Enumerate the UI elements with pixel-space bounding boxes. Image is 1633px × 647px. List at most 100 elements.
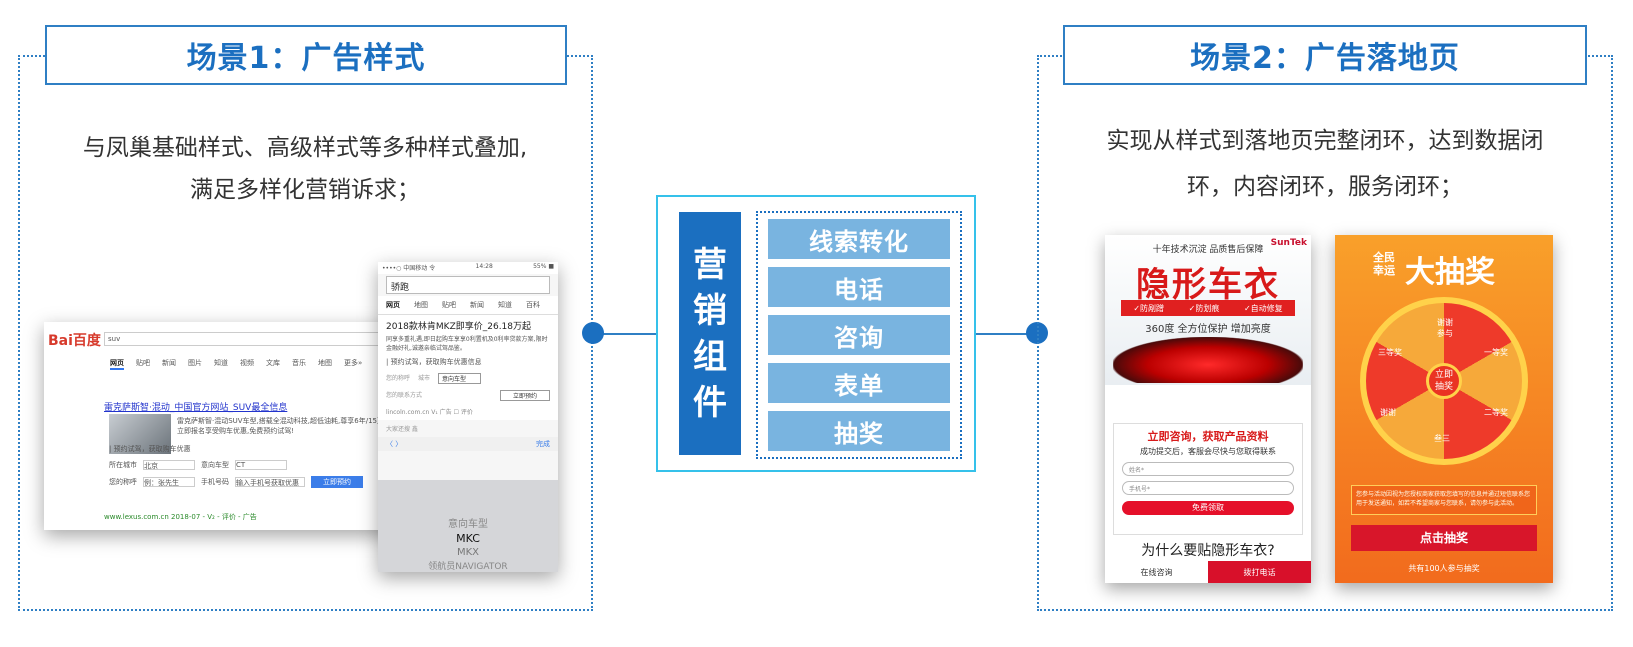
desktop-tab: 地图 bbox=[318, 359, 332, 367]
desktop-search-box: suv bbox=[104, 332, 416, 346]
car-thumbnail bbox=[109, 414, 171, 454]
ad1-phone-field: 手机号* bbox=[1122, 481, 1294, 495]
connector-dot-left bbox=[582, 322, 604, 344]
ad1-form-title: 立即咨询，获取产品资料 bbox=[1147, 430, 1269, 443]
wheel-prize: 二等奖 bbox=[1484, 408, 1508, 417]
scene2-desc-line1: 实现从样式到落地页完整闭环，达到数据闭 bbox=[1106, 128, 1544, 154]
phone-label: 手机号码 bbox=[201, 478, 229, 486]
mobile-url: lincoln.com.cn V₁ 广告 ☐ 评价 bbox=[386, 409, 473, 416]
lottery-wheel: 谢谢参与 一等奖 二等奖 叁三 谢谢 三等奖 立即 抽奖 bbox=[1360, 297, 1528, 465]
city-select: 北京 bbox=[143, 460, 195, 470]
wheel-prize: 谢谢参与 bbox=[1437, 318, 1453, 338]
clock: 14:28 bbox=[475, 263, 493, 270]
baidu-logo: Bai百度 bbox=[48, 333, 101, 349]
mobile-ad-screenshot: ••••○ 中国移动 令 14:28 55% ■ 骄跑 网页 地图 贴吧 新闻 … bbox=[378, 262, 558, 572]
carrier: ••••○ 中国移动 令 bbox=[382, 265, 436, 272]
desktop-form-hint-row: | 预约试驾，获取购车优惠 bbox=[109, 444, 191, 454]
desktop-tab: 视频 bbox=[240, 359, 254, 367]
component-item-consult: 咨询 bbox=[768, 315, 950, 355]
ad2-small-title: 全民 幸运 bbox=[1373, 251, 1395, 277]
suntek-logo: SunTek bbox=[1270, 238, 1307, 248]
wheel-prize: 叁三 bbox=[1434, 434, 1450, 443]
connector-right bbox=[976, 333, 1037, 335]
mobile-search-box: 骄跑 bbox=[386, 276, 550, 294]
component-item-form: 表单 bbox=[768, 363, 950, 403]
desktop-tab: 图片 bbox=[188, 359, 202, 367]
mobile-body: 同享多重礼遇,即日起购车享享0利置机及0利率贷款方案,限时金融好礼,诚邀亲临试驾… bbox=[386, 336, 548, 352]
ad1-name-field: 姓名* bbox=[1122, 462, 1294, 476]
desktop-result-title: 雷克萨斯智·混动_中国官方网站_SUV最全信息 bbox=[104, 403, 288, 413]
mobile-status-bar: ••••○ 中国移动 令 14:28 55% ■ bbox=[378, 262, 558, 274]
connector-left bbox=[593, 333, 656, 335]
ad1-question: 为什么要贴隐形车衣? bbox=[1141, 543, 1275, 559]
call-button: 拨打电话 bbox=[1208, 561, 1311, 583]
mobile-tab: 贴吧 bbox=[442, 301, 456, 309]
ad1-footer: 在线咨询 拨打电话 bbox=[1105, 561, 1311, 583]
picker-title: 意向车型 bbox=[448, 519, 488, 530]
component-title-char: 销 bbox=[693, 290, 727, 331]
picker-option: MKX bbox=[456, 547, 480, 558]
mobile-keyboard-bar: 〈 〉 完成 bbox=[378, 437, 558, 451]
desktop-result-text: 雷克萨斯智·混动SUV车型,搭载全混动科技,超低油耗,尊享6年/15万公里免费立… bbox=[177, 417, 412, 435]
desktop-tab: 文库 bbox=[266, 359, 280, 367]
scene2-desc-line2: 环，内容闭环，服务闭环； bbox=[1187, 174, 1463, 200]
mobile-submit-button: 立即预约 bbox=[499, 390, 550, 401]
marketing-component: 营 销 组 件 线索转化 电话 咨询 表单 抽奖 bbox=[656, 195, 976, 472]
red-car-image bbox=[1113, 337, 1303, 383]
scene1-desc-line2: 满足多样化营销诉求； bbox=[190, 177, 420, 203]
wheel-center-line: 立即 bbox=[1434, 370, 1453, 380]
phone-field: 输入手机号获取优惠 bbox=[235, 477, 305, 487]
component-title-char: 组 bbox=[693, 336, 727, 377]
wheel-prize: 一等奖 bbox=[1484, 348, 1508, 357]
wheel-prize: 谢谢 bbox=[1380, 408, 1396, 417]
mobile-search-hint: 大家还搜 鑫 bbox=[386, 426, 418, 433]
desktop-form-row-2: 您的称呼 例：张先生 手机号码 输入手机号获取优惠 立即预约 bbox=[109, 476, 363, 488]
component-item-phone: 电话 bbox=[768, 267, 950, 307]
mobile-city-field: 城市 bbox=[418, 375, 431, 382]
desktop-submit-button: 立即预约 bbox=[311, 476, 363, 488]
prev-next-icon: 〈 〉 bbox=[386, 440, 403, 448]
model-label: 意向车型 bbox=[201, 461, 229, 469]
ad2-draw-button: 点击抽奖 bbox=[1351, 525, 1537, 551]
mobile-name-field: 您的称呼 bbox=[386, 375, 411, 382]
desktop-tab: 网页 bbox=[110, 358, 124, 370]
mobile-result: 2018款林肯MKZ即享价_26.18万起 同享多重礼遇,即日起购车享享0利置机… bbox=[378, 315, 558, 420]
desktop-tab: 贴吧 bbox=[136, 359, 150, 367]
ad2-big-title: 大抽奖 bbox=[1405, 255, 1495, 290]
desktop-tab: 知道 bbox=[214, 359, 228, 367]
name-field: 例：张先生 bbox=[143, 477, 195, 487]
name-label: 您的称呼 bbox=[109, 478, 137, 486]
mobile-contact-field: 您的联系方式 bbox=[386, 392, 423, 399]
model-select: CT bbox=[235, 460, 287, 470]
desktop-result-url: www.lexus.com.cn 2018-07 - V₂ - 评价 - 广告 bbox=[104, 513, 257, 521]
ad1-form: 立即咨询，获取产品资料 成功提交后，客服会尽快与您取得联系 姓名* 手机号* 免… bbox=[1113, 423, 1303, 535]
desktop-tab: 新闻 bbox=[162, 359, 176, 367]
ad2-small-line: 全民 bbox=[1373, 251, 1395, 264]
ad1-tag: ✓防剐蹭 bbox=[1133, 303, 1165, 313]
ad1-tag: ✓自动修复 bbox=[1243, 303, 1283, 313]
ad1-tag: ✓防划痕 bbox=[1188, 303, 1220, 313]
ad2-notice: 您参与活动因视为您授权商家获取您填写的信息并通过短信联系您用于发送通知，如若不希… bbox=[1351, 485, 1537, 515]
ad1-note: 360度 全方位保护 增加亮度 bbox=[1145, 324, 1271, 335]
scene2-title: 场景2：广告落地页 bbox=[1063, 25, 1587, 85]
component-title: 营 销 组 件 bbox=[679, 212, 741, 455]
mobile-tabs: 网页 地图 贴吧 新闻 知道 百科 bbox=[378, 296, 558, 315]
desktop-ad-screenshot: Bai百度 suv 网页 贴吧 新闻 图片 知道 视频 文库 音乐 地图 更多»… bbox=[44, 322, 422, 530]
mobile-model-select: 意向车型 bbox=[438, 373, 482, 384]
wheel-spin-button: 立即 抽奖 bbox=[1426, 363, 1462, 399]
ad1-feature-tags: ✓防剐蹭 ✓防划痕 ✓自动修复 bbox=[1121, 300, 1295, 316]
wheel-prize: 三等奖 bbox=[1378, 348, 1402, 357]
mobile-tab: 知道 bbox=[498, 301, 512, 309]
picker-option: 领航员NAVIGATOR bbox=[428, 562, 508, 572]
ad1-form-subtitle: 成功提交后，客服会尽快与您取得联系 bbox=[1140, 447, 1276, 456]
battery: 55% ■ bbox=[533, 263, 554, 270]
desktop-tab: 更多» bbox=[344, 359, 363, 367]
ad2-small-line: 幸运 bbox=[1373, 264, 1395, 277]
desktop-form-row-1: 所在城市 北京 意向车型 CT bbox=[109, 460, 287, 470]
mobile-form-row-2: 您的联系方式 立即预约 bbox=[386, 390, 550, 401]
mobile-form-row-1: 您的称呼 城市 意向车型 bbox=[386, 373, 550, 384]
ad2-participant-count: 共有100人参与抽奖 bbox=[1408, 564, 1480, 573]
mobile-tab: 地图 bbox=[414, 301, 428, 309]
wheel-center-line: 抽奖 bbox=[1434, 382, 1453, 392]
online-consult-button: 在线咨询 bbox=[1105, 561, 1208, 583]
